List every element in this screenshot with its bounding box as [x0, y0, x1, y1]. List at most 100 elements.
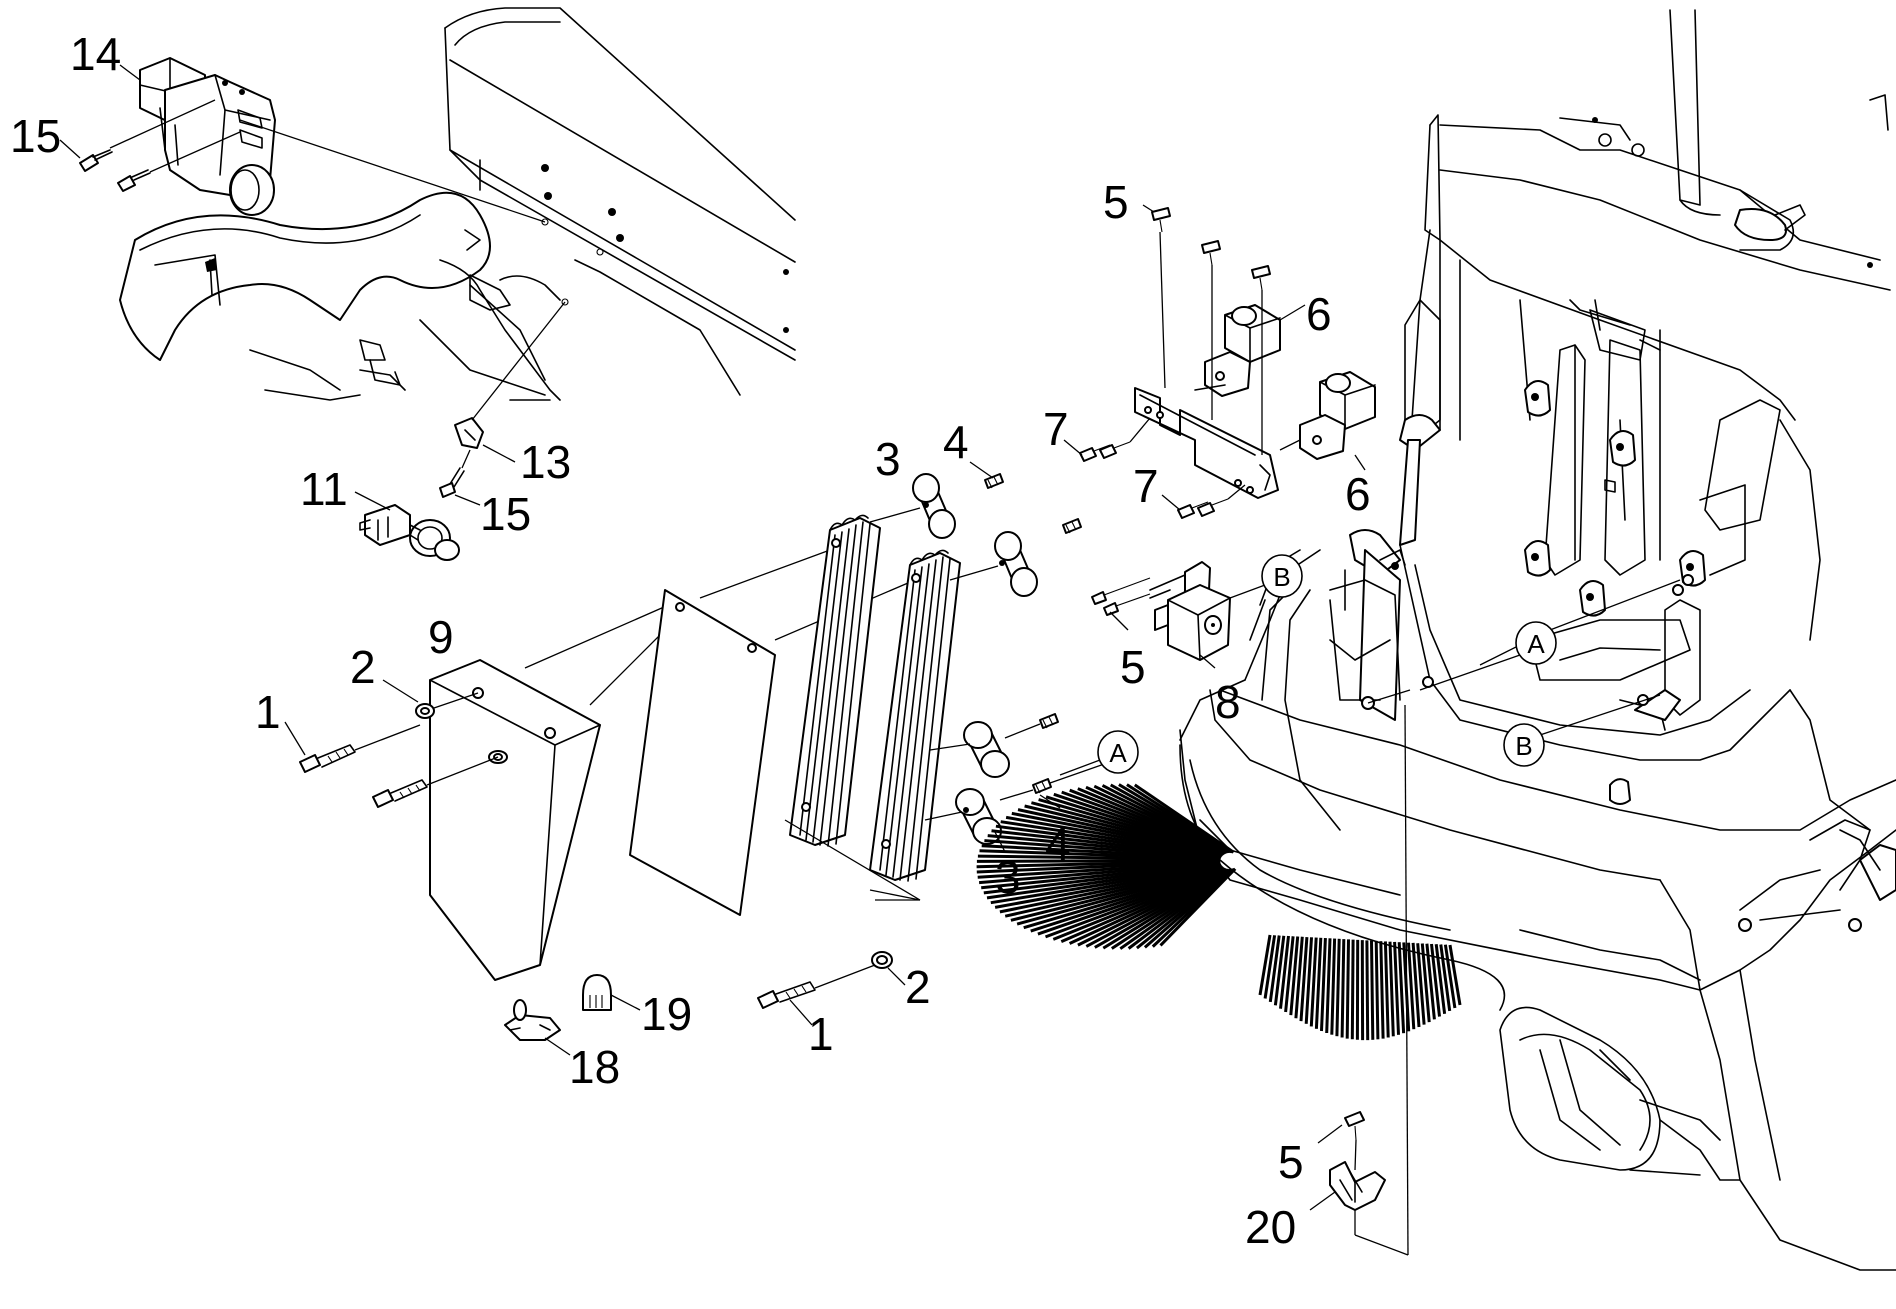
brush-bristle: [1279, 935, 1290, 1009]
screw-4-top: [969, 461, 1004, 489]
part-11-switch: [354, 491, 460, 561]
callout-labels: 14 15 13 15 11 9 2 1 3 4 4 3 2 1 19 18 5…: [10, 28, 1371, 1253]
ref-a-body: A: [1419, 579, 1681, 691]
part-8-switch: [1149, 561, 1231, 669]
callout-15-mid: 15: [480, 488, 531, 540]
callout-4-bottom: 4: [1045, 818, 1071, 870]
brush-bristle: [1420, 943, 1431, 1023]
callout-6-lower: 6: [1345, 468, 1371, 520]
screw-5-mid: [1091, 577, 1151, 631]
screw-4-bottom-second: [999, 761, 1111, 809]
callout-2-left: 2: [350, 641, 376, 693]
callout-6-upper: 6: [1306, 288, 1332, 340]
brush-bristle: [1263, 935, 1277, 999]
brush-bristle: [1439, 944, 1452, 1012]
screw-1-upper: [284, 721, 421, 773]
part-9-cover-box: [429, 659, 601, 981]
ref-b-switch: B: [1261, 554, 1303, 598]
brush-bristle: [1294, 936, 1304, 1019]
heatsink-left: [789, 514, 881, 847]
screw-1-lower: [372, 756, 499, 808]
callout-3-top: 3: [875, 433, 901, 485]
rubber-mount-3-bottom: [929, 721, 1010, 778]
brush-bristle: [1320, 938, 1327, 1032]
valve-6-upper: [1194, 304, 1306, 397]
screw-4-bottom: [1004, 713, 1059, 739]
callout-18: 18: [569, 1041, 620, 1093]
brush-bristle: [1309, 937, 1318, 1027]
screw-5-bottom: [1317, 1111, 1365, 1171]
screw-1-bottom: [757, 964, 876, 1026]
callout-15-top: 15: [10, 110, 61, 162]
ref-a-left: A: [1059, 730, 1139, 776]
brush-bristle: [1159, 867, 1237, 947]
callout-2-bottom: 2: [905, 961, 931, 1013]
brush-bristle: [1374, 940, 1380, 1040]
callout-5-bottom: 5: [1278, 1136, 1304, 1188]
screw-5-top: [1142, 204, 1171, 389]
callout-7-upper: 7: [1043, 403, 1069, 455]
brush-bristle: [1335, 938, 1341, 1037]
callout-19: 19: [641, 988, 692, 1040]
ref-letter-a-left: A: [1109, 738, 1127, 768]
machine-hood-assembly: [119, 7, 796, 401]
callout-20: 20: [1245, 1201, 1296, 1253]
brush-bristle: [1284, 936, 1295, 1013]
heatsink-right: [869, 549, 961, 882]
brush-bristle: [1448, 944, 1462, 1006]
machine-chassis: [1179, 9, 1896, 1271]
screw-7-lower: [1161, 484, 1246, 519]
callout-13: 13: [520, 436, 571, 488]
valve-bracket: [1134, 387, 1279, 499]
ref-letter-b-switch: B: [1273, 562, 1290, 592]
screw-7-upper: [1063, 417, 1151, 462]
brush-bristle: [1314, 937, 1323, 1029]
brush-bristle: [1383, 941, 1390, 1038]
brush-bristle: [1325, 938, 1332, 1034]
ref-letter-a-body: A: [1527, 629, 1545, 659]
washer-2-bottom: [871, 951, 906, 986]
screw-15-top: [59, 99, 216, 172]
ref-letter-b-body: B: [1515, 731, 1532, 761]
brush-bristle: [1393, 941, 1400, 1035]
brush-bristle: [1370, 940, 1375, 1040]
screw-6-lower-fastener: [1251, 265, 1271, 455]
callout-1-left: 1: [255, 686, 281, 738]
callout-5-top: 5: [1103, 176, 1129, 228]
brush-bristle: [1430, 943, 1441, 1017]
brush-bristle: [1411, 942, 1421, 1028]
brush-bristle: [1340, 939, 1346, 1038]
part-14-bracket-assembly: [139, 57, 276, 216]
screw-14-lower: [117, 131, 241, 192]
brush-bristle: [1289, 936, 1300, 1016]
part-20-clamp: [1309, 1161, 1386, 1211]
brush-bristle: [1330, 938, 1337, 1035]
valve-6-lower: [1279, 371, 1376, 471]
brush-bristle: [1388, 941, 1395, 1037]
brush-bristle: [1425, 943, 1436, 1020]
callout-5-mid: 5: [1120, 641, 1146, 693]
brush-bristle: [1397, 942, 1406, 1034]
callout-9: 9: [428, 611, 454, 663]
brush-bristle: [1258, 934, 1272, 996]
brush-bristle: [1407, 942, 1416, 1030]
brush-bristle: [1365, 940, 1370, 1041]
callout-11: 11: [300, 463, 348, 515]
callout-1-bottom: 1: [808, 1008, 834, 1060]
brush-bristle: [1268, 935, 1281, 1003]
part-19-cap: [582, 974, 641, 1011]
brush-bristle: [1443, 944, 1457, 1009]
screw-15-mid: [439, 449, 481, 506]
part-18-terminal: [504, 999, 571, 1056]
part-13-clip: [454, 301, 566, 463]
brush-bristle: [1379, 941, 1385, 1039]
callout-8: 8: [1215, 676, 1241, 728]
rubber-mount-3-top-second: [949, 531, 1038, 597]
brush-bristle: [1345, 939, 1350, 1039]
brush-bristle: [1416, 943, 1426, 1025]
brush-bristle: [1273, 935, 1286, 1006]
screw-4-top-second: [1062, 518, 1082, 534]
ref-b-body: B: [1503, 694, 1661, 767]
callout-7-lower: 7: [1133, 460, 1159, 512]
